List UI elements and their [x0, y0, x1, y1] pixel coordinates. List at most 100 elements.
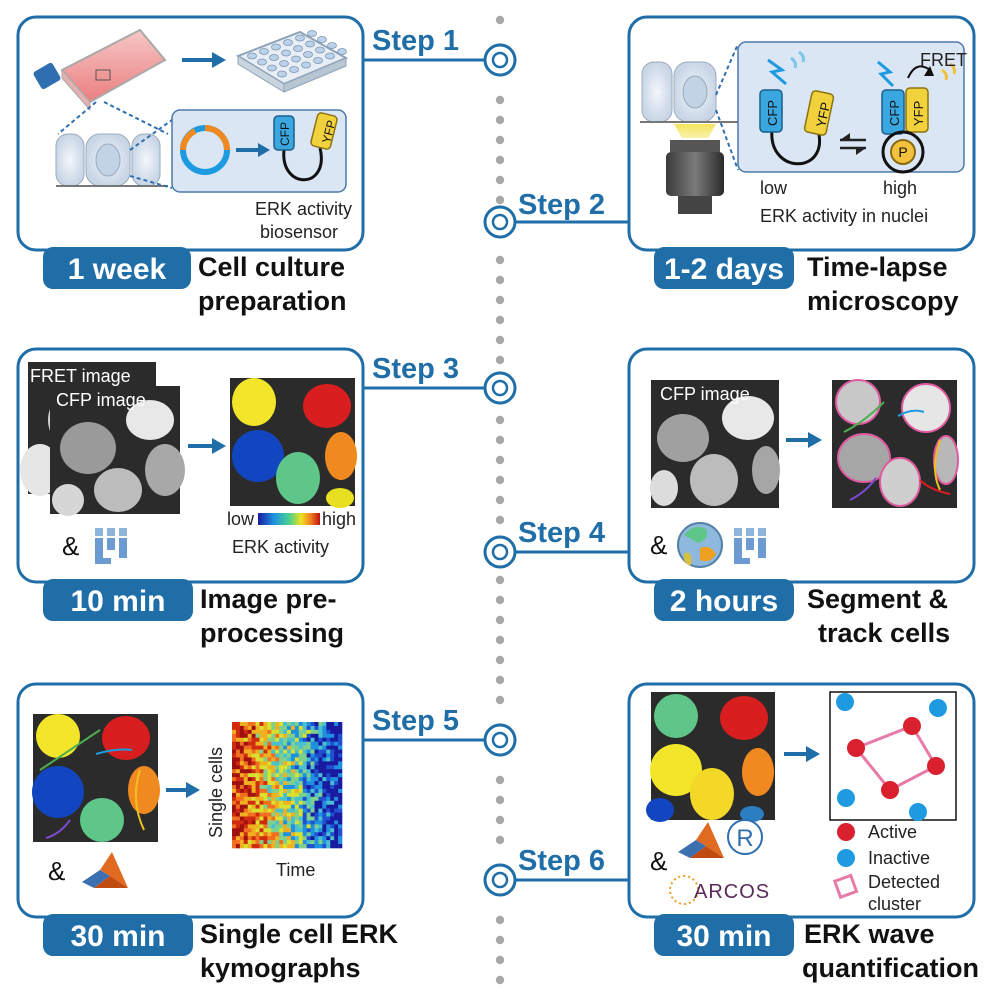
kymograph-cell: [251, 796, 256, 802]
kymograph-cell: [330, 729, 335, 735]
kymograph-cell: [232, 800, 237, 805]
kymograph-cell: [334, 844, 339, 849]
kymograph-cell: [243, 729, 249, 735]
svg-text:&: &: [650, 530, 667, 560]
kymograph-cell: [287, 812, 292, 817]
arrow-right-icon: [166, 782, 200, 798]
svg-text:CFP: CFP: [887, 100, 902, 126]
kymograph-cell: [306, 745, 311, 750]
kymograph-cell: [275, 785, 280, 790]
kymograph-cell: [243, 733, 249, 739]
kymograph-cell: [310, 844, 315, 849]
kymograph-cell: [279, 753, 284, 758]
kymograph-cell: [251, 816, 256, 821]
kymograph-cell: [310, 753, 315, 758]
matlab-icon: [82, 852, 128, 888]
kymograph-cell: [330, 741, 335, 746]
kymograph-cell: [294, 773, 300, 778]
kymograph-cell: [239, 729, 245, 735]
kymograph-cell: [290, 761, 296, 766]
kymograph-cell: [283, 796, 288, 802]
kymograph-cell: [322, 749, 327, 754]
kymograph-cell: [290, 792, 296, 798]
kymograph-cell: [235, 832, 241, 837]
kymograph-cell: [239, 777, 245, 782]
kymograph-cell: [287, 749, 292, 754]
kymograph-cell: [326, 832, 331, 837]
kymograph-cell: [239, 761, 245, 766]
kymograph-cell: [298, 804, 304, 809]
kymograph-cell: [314, 765, 319, 770]
kymograph-cell: [251, 749, 256, 754]
kymograph-cell: [267, 749, 272, 754]
yfp-label: YFP: [319, 119, 338, 145]
well: [279, 60, 289, 67]
kymograph-cell: [247, 722, 252, 727]
kymograph-cell: [247, 800, 252, 805]
kymograph-cell: [314, 788, 319, 794]
kymograph-cell: [310, 757, 315, 762]
spine-dot: [495, 355, 505, 365]
kymograph-cell: [298, 757, 304, 762]
kymograph-cell: [330, 792, 335, 798]
kymograph-cell: [279, 840, 284, 845]
kymograph-cell: [287, 785, 292, 790]
kymograph-cell: [310, 836, 315, 841]
kymograph-cell: [338, 745, 343, 750]
kymograph-cell: [287, 722, 292, 727]
kymograph-cell: [302, 836, 307, 841]
kymograph-cell: [239, 844, 245, 849]
kymograph-cell: [267, 753, 272, 758]
spine-dot: [495, 95, 505, 105]
kymograph-cell: [318, 808, 323, 813]
kymograph-cell: [255, 816, 260, 821]
kymograph-cell: [255, 824, 260, 829]
kymograph-cell: [338, 722, 343, 727]
kymograph-cell: [302, 769, 307, 774]
kymograph-cell: [232, 836, 237, 841]
kymograph-cell: [267, 836, 272, 841]
kymograph-cell: [263, 800, 268, 805]
spine-dot: [495, 135, 505, 145]
kymograph-cell: [283, 808, 288, 813]
kymograph-cell: [247, 749, 252, 754]
kymograph-cell: [267, 804, 272, 809]
kymograph-cell: [314, 749, 319, 754]
step-3: FRET image CFP image low high ERK act: [16, 347, 517, 648]
kymograph-cell: [302, 729, 307, 735]
spine-dot: [495, 975, 505, 985]
kymograph-cell: [322, 761, 327, 766]
kymograph-cell: [279, 844, 284, 849]
kymograph-cell: [322, 781, 327, 786]
kymograph-cell: [235, 844, 241, 849]
kymograph-cell: [294, 828, 300, 833]
kymograph-cell: [232, 725, 237, 731]
kymograph-cell: [247, 753, 252, 758]
kymograph-cell: [283, 729, 288, 735]
kymograph-cell: [334, 808, 339, 813]
kymograph-cell: [314, 773, 319, 778]
kymograph-cell: [279, 745, 284, 750]
kymograph-cell: [290, 769, 296, 774]
kymograph-cell: [279, 722, 284, 727]
kymograph-cell: [263, 753, 268, 758]
kymograph-cell: [243, 824, 249, 829]
kymograph-cell: [322, 733, 327, 739]
kymograph-cell: [279, 804, 284, 809]
kymograph-cell: [239, 741, 245, 746]
kymograph-cell: [251, 765, 256, 770]
kymograph-cell: [267, 773, 272, 778]
kymograph-cell: [235, 737, 241, 742]
kymograph-cell: [310, 800, 315, 805]
kymograph-cell: [232, 796, 237, 802]
kymograph-cell: [290, 773, 296, 778]
erk-activity-image: [646, 692, 775, 822]
kymograph-cell: [275, 836, 280, 841]
kymograph-cell: [243, 769, 249, 774]
kymograph-cell: [259, 840, 264, 845]
kymograph-cell: [239, 725, 245, 731]
kymograph-cell: [322, 832, 327, 837]
kymograph-cell: [290, 840, 296, 845]
kymograph-cell: [235, 729, 241, 735]
